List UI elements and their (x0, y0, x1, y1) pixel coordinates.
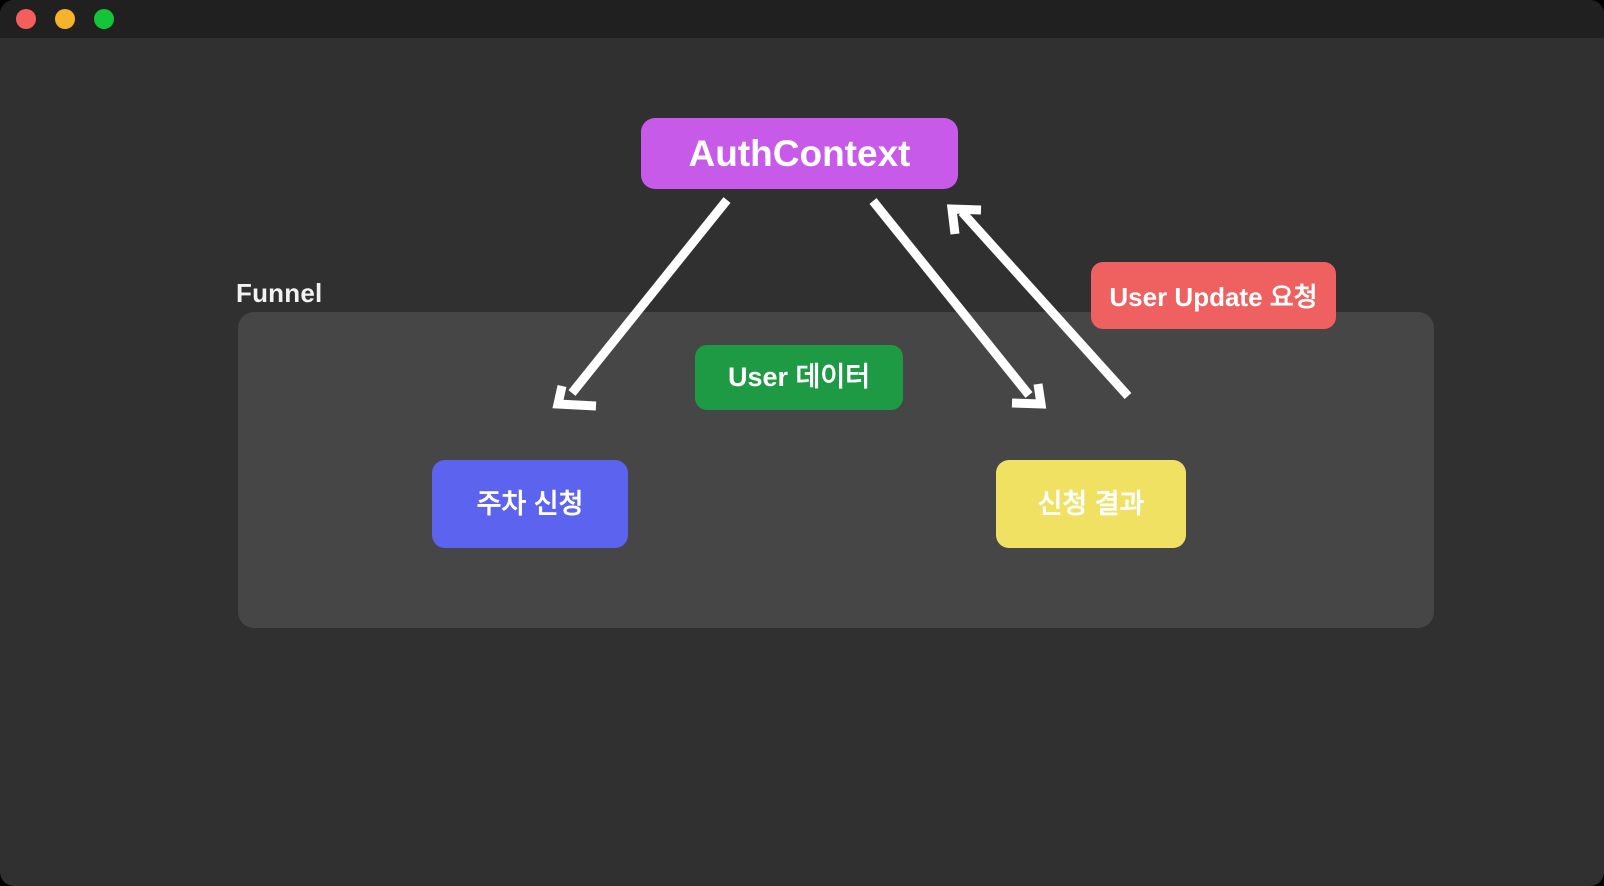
minimize-button[interactable] (55, 9, 75, 29)
node-request-result[interactable]: 신청 결과 (996, 460, 1186, 548)
funnel-group-label: Funnel (236, 278, 323, 308)
node-parking-request[interactable]: 주차 신청 (432, 460, 628, 548)
close-button[interactable] (16, 9, 36, 29)
node-auth-context[interactable]: AuthContext (641, 118, 958, 189)
arrow-user-update-to-auth-head (946, 204, 982, 235)
window-titlebar (0, 0, 1604, 38)
maximize-button[interactable] (94, 9, 114, 29)
node-user-data[interactable]: User 데이터 (695, 345, 903, 410)
diagram-canvas: Funnel AuthContext User 데이터 주차 신청 신청 결과 … (0, 38, 1604, 886)
node-user-update-request[interactable]: User Update 요청 (1091, 262, 1336, 329)
